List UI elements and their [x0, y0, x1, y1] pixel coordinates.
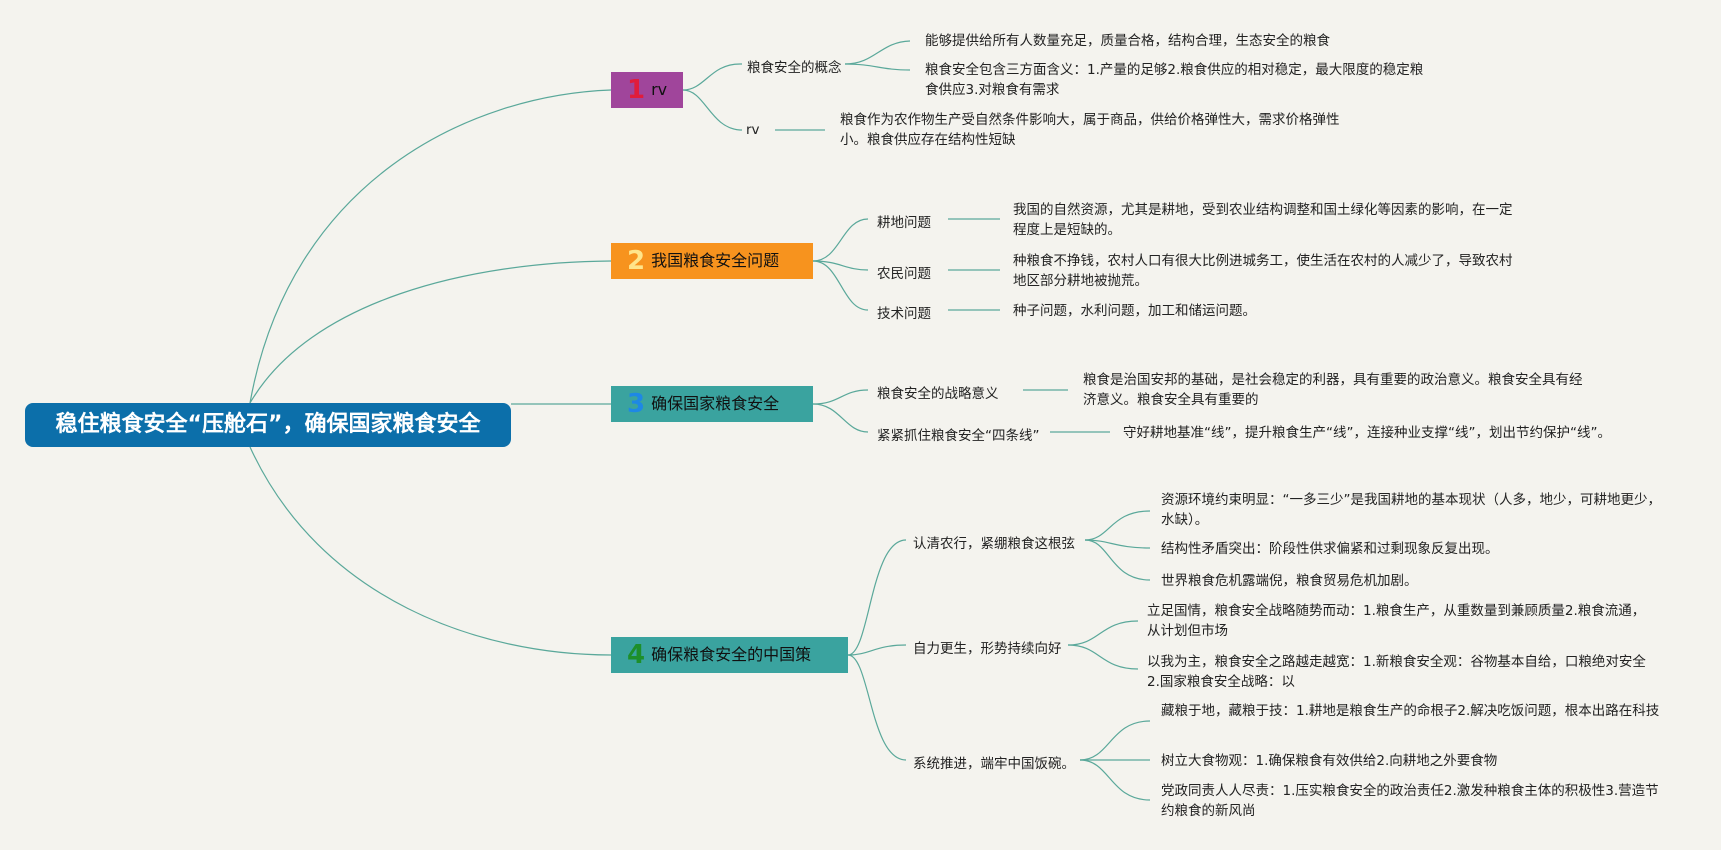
subtopic-understand-situation[interactable]: 认清农行，紧绷粮食这根弦 [913, 536, 1075, 552]
detail-national-conditions: 立足国情，粮食安全战略随势而动：1.粮食生产，从重数量到兼顾质量2.粮食流通，从… [1147, 603, 1646, 639]
topic-number-4: 4 [627, 640, 646, 670]
detail-big-food-view: 树立大食物观：1.确保粮食有效供给2.向耕地之外要食物 [1161, 753, 1498, 769]
subtopic-food-security-concept[interactable]: 粮食安全的概念 [747, 60, 842, 76]
main-topic-4[interactable]: 4 确保粮食安全的中国策 [611, 637, 848, 673]
detail-concept-definition: 能够提供给所有人数量充足，质量合格，结构合理，生态安全的粮食 [925, 33, 1330, 49]
detail-store-grain: 藏粮于地，藏粮于技：1.耕地是粮食生产的命根子2.解决吃饭问题，根本出路在科技 [1161, 703, 1660, 719]
subtopic-farmers[interactable]: 农民问题 [877, 266, 931, 282]
detail-strategic-significance: 粮食是治国安邦的基础，是社会稳定的利器，具有重要的政治意义。粮食安全具有经济意义… [1083, 372, 1583, 408]
detail-self-based: 以我为主，粮食安全之路越走越宽：1.新粮食安全观：谷物基本自给，口粮绝对安全2.… [1147, 654, 1646, 690]
main-topic-3-title: 确保国家粮食安全 [651, 394, 780, 413]
main-topic-3[interactable]: 3 确保国家粮食安全 [611, 386, 813, 422]
main-topic-1-title: rv [651, 80, 668, 99]
detail-farmers: 种粮食不挣钱，农村人口有很大比例进城务工，使生活在农村的人减少了，导致农村地区部… [1013, 253, 1513, 289]
main-topic-4-title: 确保粮食安全的中国策 [651, 645, 812, 664]
detail-rv-characteristics: 粮食作为农作物生产受自然条件影响大，属于商品，供给价格弹性大，需求价格弹性小。粮… [840, 112, 1340, 148]
topic-number-2: 2 [627, 246, 646, 276]
detail-technology: 种子问题，水利问题，加工和储运问题。 [1013, 303, 1256, 319]
subtopic-strategic-significance[interactable]: 粮食安全的战略意义 [877, 386, 999, 402]
detail-farmland: 我国的自然资源，尤其是耕地，受到农业结构调整和国土绿化等因素的影响，在一定程度上… [1013, 202, 1513, 238]
subtopic-technology[interactable]: 技术问题 [877, 306, 931, 322]
subtopic-farmland[interactable]: 耕地问题 [877, 215, 931, 231]
main-topic-2-title: 我国粮食安全问题 [651, 251, 780, 270]
topic-number-1: 1 [627, 75, 646, 105]
detail-four-lines: 守好耕地基准“线”，提升粮食生产“线”，连接种业支撑“线”，划出节约保护“线”。 [1123, 425, 1611, 441]
main-topic-1[interactable]: 1 rv [611, 72, 683, 108]
detail-world-food-crisis: 世界粮食危机露端倪，粮食贸易危机加剧。 [1161, 573, 1418, 589]
subtopic-rv[interactable]: rv [746, 122, 760, 138]
detail-concept-three-meanings: 粮食安全包含三方面含义：1.产量的足够2.粮食供应的相对稳定，最大限度的稳定粮食… [925, 62, 1424, 98]
main-topic-2[interactable]: 2 我国粮食安全问题 [611, 243, 813, 279]
subtopic-systematic-advance[interactable]: 系统推进，端牢中国饭碗。 [913, 756, 1075, 772]
topic-number-3: 3 [627, 389, 646, 419]
root-topic[interactable]: 稳住粮食安全“压舱石”，确保国家粮食安全 [25, 403, 511, 447]
detail-structural-contradiction: 结构性矛盾突出：阶段性供求偏紧和过剩现象反复出现。 [1161, 541, 1499, 557]
subtopic-four-lines[interactable]: 紧紧抓住粮食安全“四条线” [877, 428, 1040, 444]
detail-resource-constraints: 资源环境约束明显：“一多三少”是我国耕地的基本现状（人多，地少，可耕地更少，水缺… [1161, 492, 1661, 528]
detail-shared-responsibility: 党政同责人人尽责：1.压实粮食安全的政治责任2.激发种粮食主体的积极性3.营造节… [1161, 783, 1659, 819]
subtopic-self-reliance[interactable]: 自力更生，形势持续向好 [913, 641, 1062, 657]
